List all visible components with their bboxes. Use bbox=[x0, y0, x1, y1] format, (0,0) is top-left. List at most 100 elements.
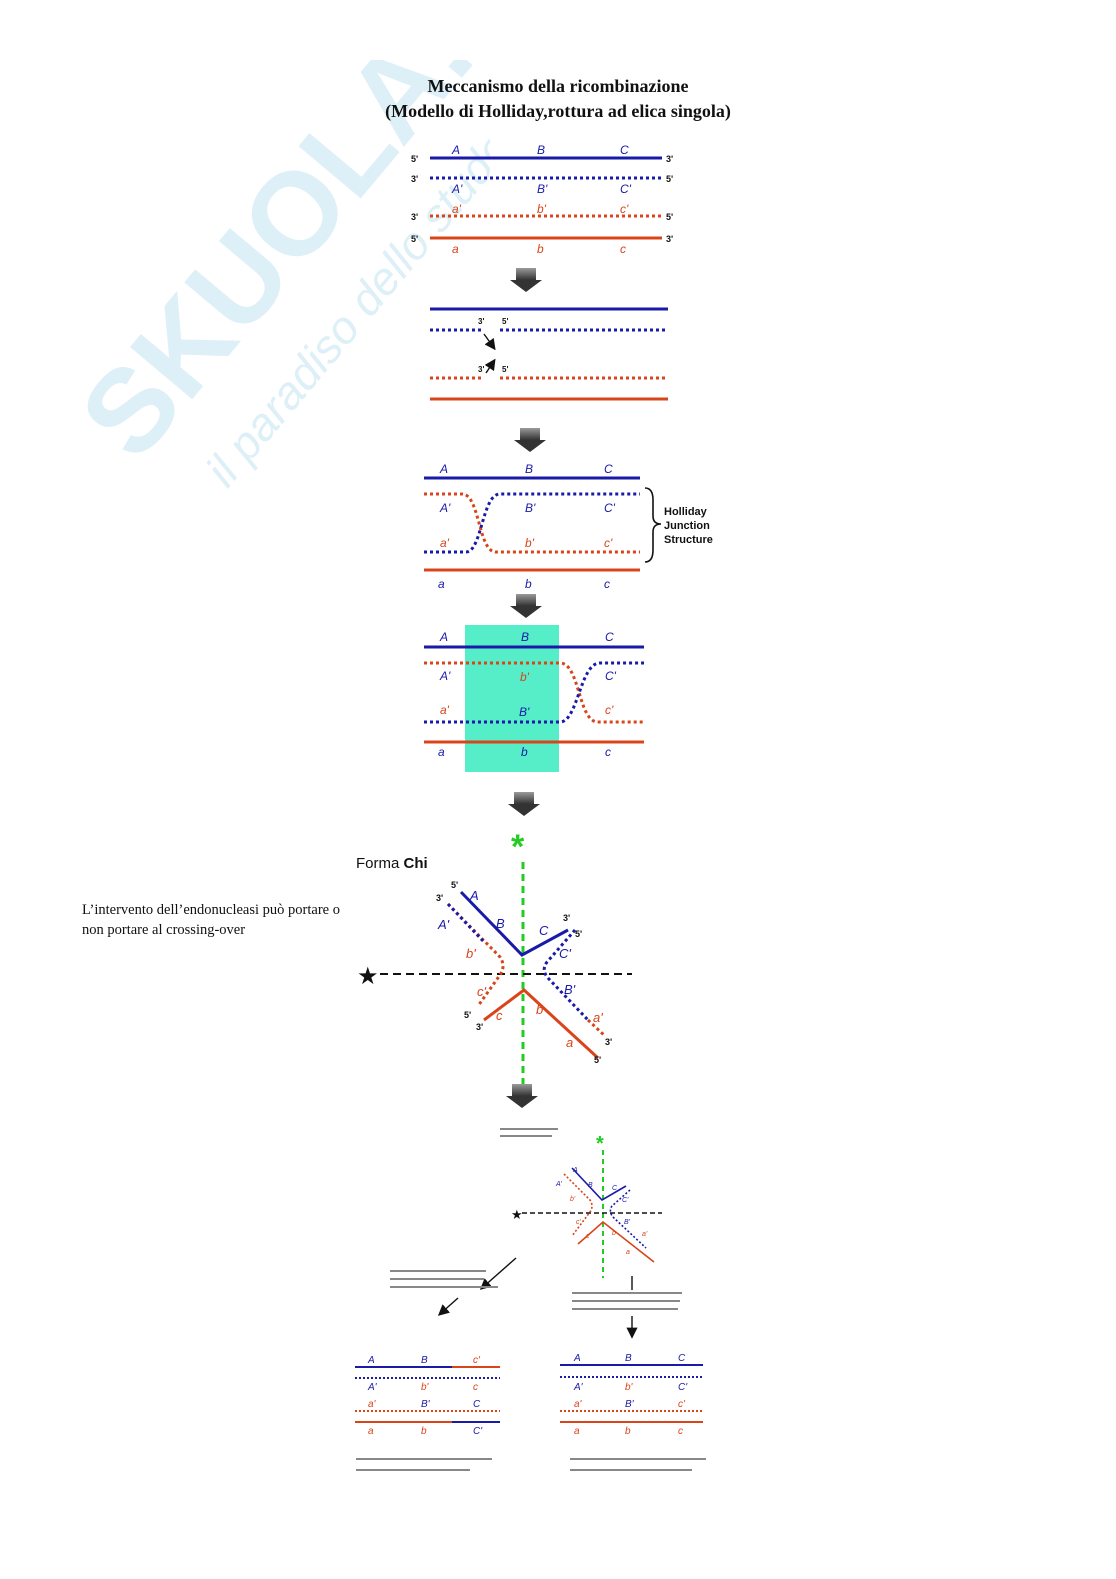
chi-arm-upper-complement bbox=[446, 902, 486, 944]
down-arrow-icon bbox=[510, 594, 542, 618]
end-label: 5' bbox=[666, 174, 673, 184]
end-label: 3' bbox=[436, 893, 443, 903]
locus-label: C bbox=[473, 1399, 481, 1410]
locus-label: b bbox=[536, 1002, 543, 1017]
arrow-icon bbox=[484, 358, 496, 374]
panel-branch-migration: A B C A' C' B' b' a' c' a b c bbox=[424, 625, 644, 772]
locus-label: C bbox=[539, 923, 549, 938]
end-label: 3' bbox=[605, 1037, 612, 1047]
end-label: 3' bbox=[411, 174, 418, 184]
locus-label: b bbox=[521, 745, 528, 759]
end-label: 5' bbox=[575, 929, 582, 939]
locus-label: b' bbox=[466, 946, 476, 961]
locus-label: C' bbox=[605, 669, 617, 683]
end-label: 5' bbox=[594, 1055, 601, 1065]
star-icon: ★ bbox=[357, 963, 379, 990]
locus-label: c bbox=[473, 1382, 478, 1393]
end-label: 5' bbox=[464, 1010, 471, 1020]
caption-placeholder bbox=[572, 1308, 678, 1310]
locus-label: B' bbox=[519, 705, 530, 719]
panel-holliday-junction: A B C A' B' C' a' b' c' a b c Holliday J… bbox=[424, 462, 713, 591]
locus-label: c' bbox=[605, 703, 614, 717]
locus-label: B' bbox=[525, 501, 536, 515]
caption-placeholder bbox=[572, 1300, 680, 1302]
locus-label: C bbox=[620, 143, 629, 157]
locus-label: B bbox=[521, 630, 529, 644]
locus-label: a' bbox=[452, 202, 462, 216]
end-label: 3' bbox=[478, 317, 484, 326]
locus-label: A bbox=[439, 462, 448, 476]
end-label: 5' bbox=[411, 154, 418, 164]
asterisk-icon: * bbox=[596, 1133, 604, 1155]
locus-label: b bbox=[612, 1230, 616, 1237]
locus-label: B' bbox=[564, 982, 576, 997]
locus-label: C' bbox=[559, 946, 571, 961]
locus-label: b bbox=[421, 1426, 427, 1437]
down-arrow-icon bbox=[506, 1084, 538, 1108]
down-arrow-icon bbox=[508, 792, 540, 816]
locus-label: B' bbox=[537, 182, 548, 196]
locus-label: a' bbox=[440, 703, 450, 717]
asterisk-icon: * bbox=[511, 828, 525, 866]
tiny-caption bbox=[390, 1270, 682, 1310]
end-label: 5' bbox=[502, 317, 508, 326]
locus-label: C bbox=[605, 630, 614, 644]
locus-label: b' bbox=[537, 202, 547, 216]
chi-arm-lower-complement bbox=[586, 1018, 607, 1038]
locus-label: B bbox=[525, 462, 533, 476]
end-label: 5' bbox=[411, 234, 418, 244]
chi-arm-crossing bbox=[609, 1189, 647, 1249]
chi-arm-upper bbox=[571, 1167, 627, 1202]
locus-label: c bbox=[678, 1426, 683, 1437]
locus-label: a bbox=[574, 1426, 580, 1437]
locus-label: b' bbox=[625, 1382, 634, 1393]
locus-label: a bbox=[452, 242, 459, 256]
locus-label: C' bbox=[678, 1382, 688, 1393]
locus-label: c' bbox=[620, 202, 629, 216]
product-caption bbox=[570, 1458, 706, 1471]
arrow-icon bbox=[479, 1257, 517, 1290]
caption-placeholder bbox=[572, 1292, 682, 1294]
panel-resolution: * ★ A B C A' C' B' b' c' a' c b a bbox=[390, 1128, 682, 1339]
panel-nicking: 3' 5' 3' 5' bbox=[430, 307, 668, 401]
locus-label: A bbox=[439, 630, 448, 644]
locus-label: B bbox=[537, 143, 545, 157]
junction-label: Structure bbox=[664, 534, 713, 546]
locus-label: A bbox=[572, 1167, 578, 1174]
caption-placeholder bbox=[570, 1458, 706, 1460]
chi-arm-lower bbox=[577, 1220, 655, 1263]
tiny-caption bbox=[500, 1128, 558, 1137]
locus-label: c bbox=[605, 745, 611, 759]
locus-label: b bbox=[525, 577, 532, 591]
caption-placeholder bbox=[356, 1458, 492, 1460]
locus-label: c bbox=[496, 1008, 503, 1023]
locus-label: a' bbox=[440, 536, 450, 550]
panel-parental-duplexes: 5' 3' 3' 5' 3' 5' 5' 3' A B C A' B' C' a… bbox=[411, 143, 673, 256]
crossed-strand bbox=[424, 492, 640, 554]
end-label: 3' bbox=[666, 234, 673, 244]
locus-label: B bbox=[496, 916, 505, 931]
locus-label: a bbox=[626, 1249, 630, 1256]
chi-form-prefix: Forma bbox=[356, 855, 404, 872]
junction-label: Junction bbox=[664, 520, 710, 532]
locus-label: C' bbox=[604, 501, 616, 515]
locus-label: c' bbox=[477, 984, 487, 999]
down-arrow-icon bbox=[514, 428, 546, 452]
product-caption bbox=[356, 1458, 492, 1471]
locus-label: a bbox=[368, 1426, 374, 1437]
locus-label: a bbox=[438, 745, 445, 759]
end-label: 3' bbox=[563, 913, 570, 923]
locus-label: A bbox=[469, 888, 479, 903]
panel-noncrossover-product: A B C A' b' C' a' B' c' a b c bbox=[560, 1353, 706, 1471]
locus-label: B bbox=[588, 1182, 593, 1189]
locus-label: B' bbox=[625, 1399, 635, 1410]
junction-label: Holliday bbox=[664, 506, 708, 518]
locus-label: a bbox=[438, 577, 445, 591]
end-label: 3' bbox=[476, 1022, 483, 1032]
locus-label: A bbox=[451, 143, 460, 157]
caption-placeholder bbox=[390, 1278, 484, 1280]
end-label: 5' bbox=[451, 880, 458, 890]
locus-label: a' bbox=[593, 1010, 603, 1025]
panel-chi-form: * ★ 5' 3' 3' 5' 5' 3' 3' 5' A B C A' C' … bbox=[357, 828, 632, 1095]
